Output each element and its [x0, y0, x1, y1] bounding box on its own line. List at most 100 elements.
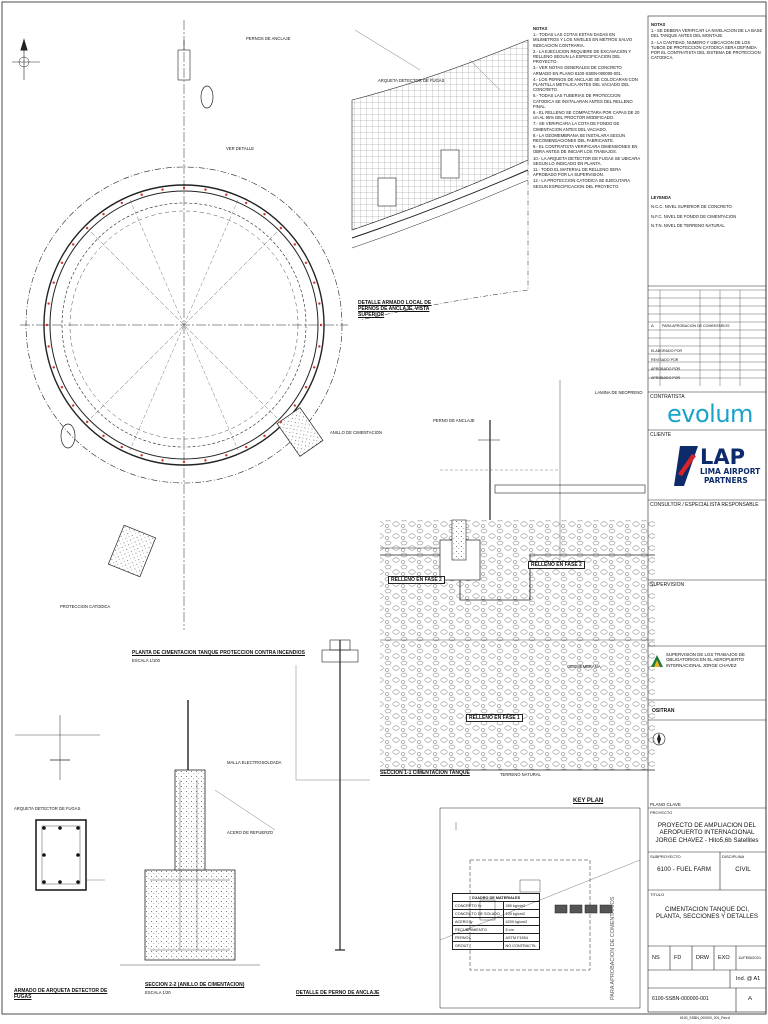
drawing-title: CIMENTACION TANQUE DCI, PLANTA, SECCIONE…	[655, 906, 758, 921]
anchor-bolt-mark	[161, 188, 164, 191]
materials-header: CUADRO DE MATERIALES	[452, 893, 540, 902]
evolum-logo: evolum	[667, 400, 753, 428]
material-value: 5 cm	[502, 925, 541, 934]
anchor-bolt-mark	[313, 366, 316, 369]
note-12: 12.- LA PROTECCION CATODICA SE EJECUTARA…	[533, 178, 630, 189]
callout-1: PERNOS DE ANCLAJE	[246, 36, 291, 41]
callout-5: ANILLO DE CIMENTACION	[330, 430, 383, 435]
material-value: 100 kg/cm2	[502, 909, 541, 918]
notes-list: 1.- TODAS LAS COTAS ESTAN DADAS EN MILIM…	[533, 32, 641, 189]
anchor-bolt-detail	[295, 639, 370, 951]
legend-item-3: N.T.N. NIVEL DE TERRENO NATURAL	[651, 223, 725, 229]
sign-row-label: APROBADO POR	[651, 376, 681, 380]
notes2-block: NOTAS 1.- SE DEBERA VERIFICAR LA NIVELAC…	[651, 22, 763, 61]
rebar-dot	[42, 853, 46, 857]
rebar-dot	[58, 880, 62, 884]
anchor-bolt-mark	[102, 434, 105, 438]
anchor-bolt-mark	[71, 404, 75, 407]
anchor-bolt-mark	[263, 434, 266, 438]
anchor-local-title: DETALLE ARMADO LOCAL DE PERNOS DE ANCLAJ…	[358, 300, 432, 318]
discipline-label: DISCIPLINA	[722, 854, 745, 859]
footer-file: 6100_SSBN_000000_001_Rev.A	[680, 1016, 731, 1020]
anchor-bolt-title: DETALLE DE PERNO DE ANCLAJE	[296, 990, 380, 996]
notes2-list: 1.- SE DEBERA VERIFICAR LA NIVELACION DE…	[651, 28, 763, 60]
role-cell: 11/FEB/2021	[738, 955, 762, 960]
note-6: 6.- EL RELLENO SE COMPACTARA POR CAPAS D…	[533, 110, 640, 121]
project-name: PROYECTO DE AMPLIACION DEL AEROPUERTO IN…	[655, 822, 759, 844]
material-name: PERNOS	[452, 933, 504, 942]
contractor-label: CONTRATISTA	[650, 394, 685, 400]
rebar-dot	[58, 826, 62, 830]
subproject-value: 6100 - FUEL FARM	[657, 866, 711, 873]
supervision-label: SUPERVISION	[650, 582, 685, 588]
notes-header: NOTAS	[533, 26, 548, 31]
anchor-bolt-mark	[182, 460, 186, 464]
anchor-bolt-mark	[318, 345, 321, 348]
approval-stamp: PARA APROBACION DE COMENTARIOS	[610, 896, 616, 1000]
section-2-2-scale: ESCALA 1/20	[145, 990, 171, 995]
plan-view	[20, 20, 348, 630]
note2-1: 1.- SE DEBERA VERIFICAR LA NIVELACION DE…	[651, 28, 763, 39]
fill-phase2-right: RELLENO EN FASE 2	[528, 561, 585, 569]
anchor-bolt-mark	[244, 201, 248, 205]
note-9: 9.- EL CONTRATISTA VERIFICARA DIMENSIONE…	[533, 144, 638, 155]
material-value: NO CONTRACTIL	[502, 941, 541, 950]
project-label: PROYECTO	[650, 810, 673, 815]
leak-detect-label: ARQUETA DETECTOR DE FUGAS	[14, 806, 81, 811]
anchor-bolt-mark	[120, 445, 124, 449]
note-8: 8.- LA GEOMEMBRANA SE INSTALARA SEGUN RE…	[533, 132, 626, 144]
lap-logo-icon	[674, 446, 698, 486]
note-10: 10.- LA ARQUETA DETECTOR DE FUGAS SE UBI…	[533, 155, 640, 166]
role-cell: FD	[674, 955, 682, 961]
section-1-1-title: SECCION 1-1 CIMENTACION TANQUE	[380, 770, 470, 776]
anchor-bolt-mark	[319, 323, 323, 327]
material-name: ACERO fy	[452, 917, 504, 926]
note-5: 5.- TODAS LAS TUBERIAS DE PROTECCION CAT…	[533, 93, 633, 109]
material-value: ASTM F1554	[502, 933, 541, 942]
anchor-bolt-mark	[45, 323, 49, 327]
material-value: 4200 kg/cm2	[502, 917, 541, 926]
anchor-bolt-mark	[60, 261, 64, 265]
anchor-bolt-mark	[161, 459, 164, 462]
revision-desc: PARA APROBACION DE COMENTARIOS	[662, 324, 730, 328]
titleblock-frame	[647, 15, 767, 1013]
callout-8: PERNO DE ANCLAJE	[433, 418, 475, 423]
anchor-bolt-mark	[293, 243, 297, 246]
lap-line2: PARTNERS	[704, 476, 748, 485]
material-name: CONCRETO DE SOLADO	[452, 909, 504, 918]
rebar-dots	[42, 826, 80, 884]
rebar-dot	[42, 826, 46, 830]
anchor-bolt-mark	[60, 385, 64, 389]
note-11: 11.- TODO EL MATERIAL DE RELLENO SERA AP…	[533, 167, 621, 178]
note-3: 3.- VER NOTAS GENERALES DE CONCRETO ARMA…	[533, 65, 622, 76]
anchor-bolt-mark	[47, 302, 50, 305]
anchor-bolt-mark	[313, 281, 316, 284]
anchor-bolt-mark	[140, 193, 143, 196]
anchor-bolt-mark	[120, 201, 124, 205]
discipline-value: CIVIL	[735, 866, 751, 873]
anchor-bolt-mark	[225, 193, 228, 196]
anchor-bolt-mark	[52, 281, 55, 284]
legend-item-2: N.F.C. NIVEL DE FONDO DE CIMENTACION	[651, 213, 737, 219]
note2-2: 2.- LA CANTIDAD, NUMERO Y UBICACION DE L…	[651, 39, 761, 61]
legend-header: LEYENDA	[651, 195, 672, 200]
supervision-logo-icon	[651, 655, 663, 667]
notes2-header: NOTAS	[651, 22, 666, 27]
anchor-bolt-mark	[279, 420, 283, 424]
material-name: CONCRETO f'c	[452, 901, 504, 910]
rebar-dot	[76, 880, 80, 884]
sign-row-label: ELABORADO POR	[651, 349, 683, 353]
anchor-bolt-mark	[85, 420, 89, 424]
note-1: 1.- TODAS LAS COTAS ESTAN DADAS EN MILIM…	[533, 32, 633, 48]
role-cell: EXO	[718, 955, 730, 961]
callout-3: ARQUETA DETECTOR DE FUGAS	[378, 78, 445, 83]
lap-brand: LAP	[700, 445, 746, 469]
drawing-number: 6100-SSBN-000000-001	[652, 996, 709, 1002]
section-2-2-title: SECCION 2-2 (ANILLO DE CIMENTACION)	[145, 982, 245, 988]
supervision-text: SUPERVISION DE LOS TRABAJOS DE OBLIGATOR…	[666, 652, 745, 668]
